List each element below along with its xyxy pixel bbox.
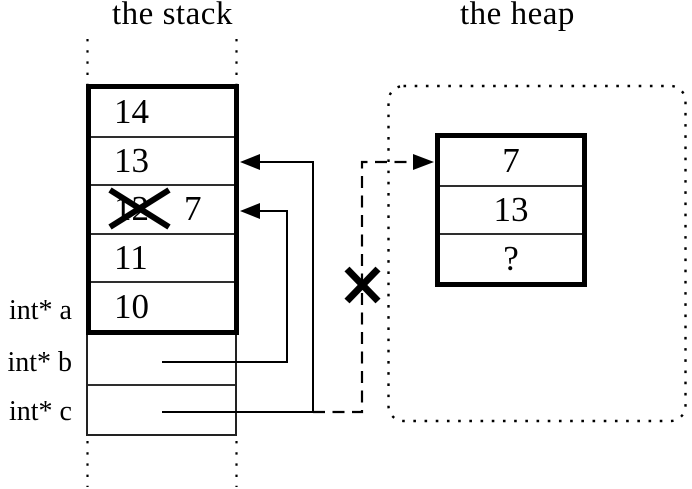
pointer-c-arrowhead-icon: [240, 154, 260, 170]
stack-cell-value: 13: [114, 140, 149, 180]
dangling-heap-pointer-arrow: [313, 154, 434, 414]
replacement-value: 7: [184, 189, 202, 229]
stack-box: 14 13 12 7 11 10: [86, 84, 239, 335]
heap-cell-value: 13: [493, 190, 529, 229]
pointer-label-a: int* a: [9, 295, 72, 326]
stack-cell-10: 10: [91, 283, 234, 330]
heap-cell-unknown: ?: [440, 235, 582, 282]
dangling-heap-pointer-arrowhead-icon: [413, 154, 434, 170]
pointer-label-b: int* b: [7, 347, 72, 378]
pointer-label-c: int* c: [9, 396, 72, 427]
stack-pointer-cells: [86, 335, 237, 436]
stack-cell-13: 13: [91, 138, 234, 187]
stack-cell-11: 11: [91, 235, 234, 284]
stack-cell-b: [88, 335, 235, 386]
pointer-b-arrowhead-icon: [240, 203, 260, 219]
stack-cell-14: 14: [91, 89, 234, 138]
crossed-out-value: 12: [114, 189, 149, 229]
heap-cell-value: 7: [502, 141, 520, 181]
heap-cell-7: 7: [440, 138, 582, 187]
stack-title: the stack: [112, 0, 233, 32]
stack-cell-value: 11: [114, 238, 148, 278]
dangling-heap-pointer-line: [313, 160, 411, 414]
stack-cell-value: 10: [114, 286, 149, 326]
heap-box: 7 13 ?: [435, 133, 587, 287]
stack-cell-c: [88, 386, 235, 435]
heap-cell-13: 13: [440, 187, 582, 236]
stack-cell-overwritten: 12 7: [91, 186, 234, 235]
heap-title: the heap: [460, 0, 575, 32]
dangling-pointer-cross-icon: [344, 266, 381, 304]
heap-cell-value: ?: [503, 238, 519, 278]
stack-cell-value: 14: [114, 92, 149, 132]
